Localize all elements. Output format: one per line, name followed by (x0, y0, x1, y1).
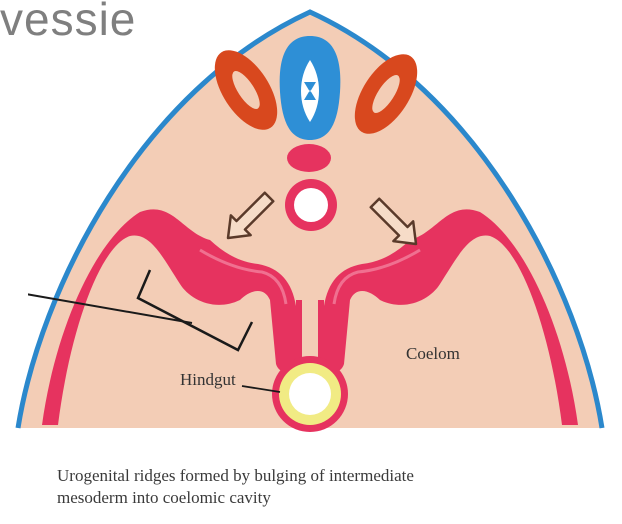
hindgut-lumen (289, 373, 331, 415)
figure-caption: Urogenital ridges formed by bulging of i… (57, 465, 617, 509)
dorsal-aorta-lumen (294, 188, 328, 222)
overlay-box (0, 222, 28, 340)
coelom-label: Coelom (406, 344, 460, 364)
caption-line-1: Urogenital ridges formed by bulging of i… (57, 465, 617, 487)
notochord (287, 144, 331, 172)
caption-line-2: mesoderm into coelomic cavity (57, 487, 617, 509)
hindgut-label: Hindgut (180, 370, 236, 390)
heading-fragment: vessie (0, 0, 136, 46)
